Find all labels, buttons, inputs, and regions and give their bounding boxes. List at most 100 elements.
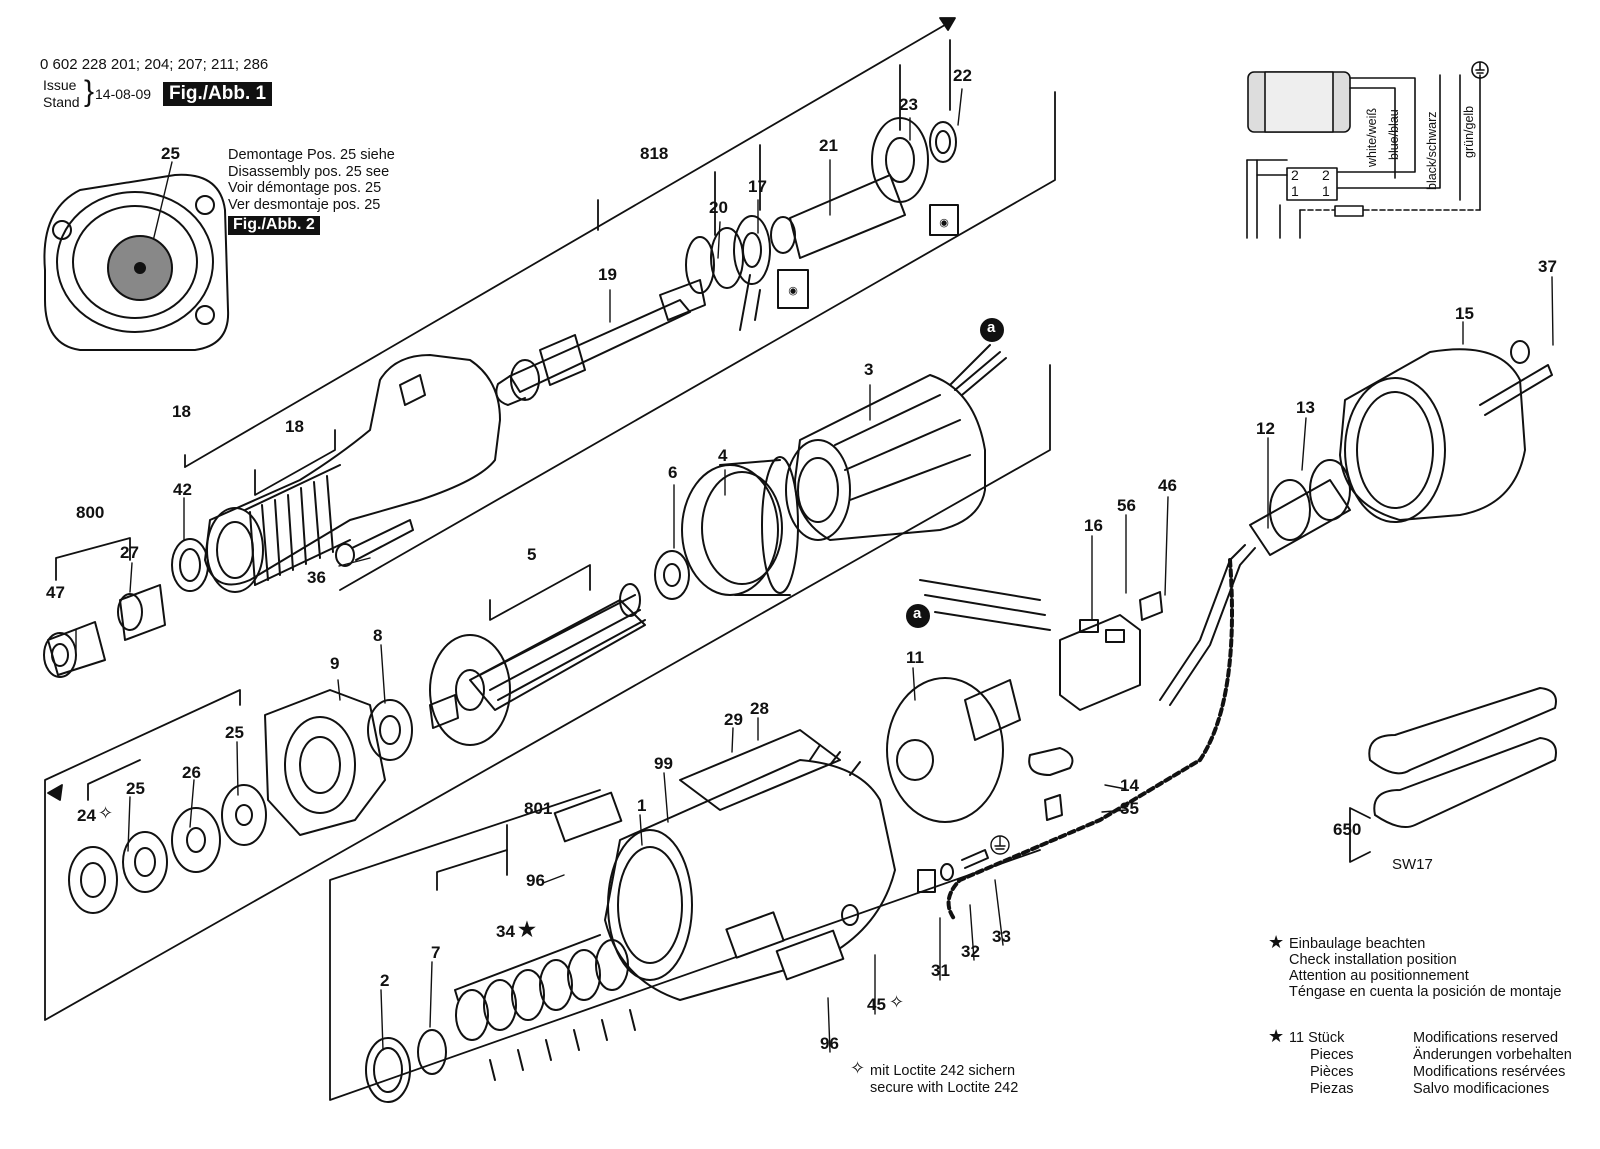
- part-label: 800: [76, 503, 105, 522]
- part-label: 29: [724, 710, 743, 729]
- motor-housing-1: [553, 729, 896, 1001]
- loctite-star: ✧: [98, 803, 114, 823]
- part-label: 34: [496, 922, 515, 941]
- part-label: 37: [1538, 257, 1557, 276]
- terminal-1-left: 1: [1291, 183, 1299, 199]
- parts-24-26: [68, 784, 267, 914]
- part-label: 47: [46, 583, 65, 602]
- issue-date: 14-08-09: [95, 86, 152, 102]
- fig1-badge: Fig./Abb. 1: [163, 82, 273, 106]
- qty-line-2: Pieces: [1310, 1047, 1354, 1063]
- wrench-size-label: SW17: [1392, 856, 1433, 873]
- part-label: 22: [953, 66, 972, 85]
- wrench-650: [1368, 687, 1557, 828]
- wire-white: white/weiß: [1365, 107, 1379, 167]
- install-star: ★: [518, 919, 536, 941]
- mod-line-4: Salvo modificaciones: [1413, 1081, 1550, 1097]
- part-label: 26: [182, 763, 201, 782]
- gear-housing-18: [204, 354, 501, 593]
- issue-label: Issue: [43, 77, 77, 93]
- switch-16: [1059, 591, 1163, 711]
- flange-9: [264, 689, 386, 836]
- bearing-6: [654, 550, 690, 600]
- marker-a-upper: a: [987, 319, 996, 336]
- part-label: 99: [654, 754, 673, 773]
- svg-text:◉: ◉: [788, 285, 798, 297]
- sleeve-4: [681, 456, 799, 596]
- bearing-8: [367, 699, 413, 761]
- part-label: 4: [718, 446, 728, 465]
- part-label: 36: [307, 568, 326, 587]
- part-label: 46: [1158, 476, 1177, 495]
- leader-lines: [75, 88, 1554, 1053]
- part-label: 13: [1296, 398, 1315, 417]
- wiring-inset: [1246, 61, 1489, 239]
- marker-a-lower: a: [913, 605, 922, 622]
- part-label: 8: [373, 626, 383, 645]
- cable-12: [919, 544, 1256, 922]
- part-label: 801: [524, 799, 553, 818]
- part-label: 3: [864, 360, 874, 379]
- mod-line-1: Modifications reserved: [1413, 1030, 1559, 1046]
- brush-plate-11: [886, 677, 1021, 823]
- part-label: 11: [906, 648, 924, 667]
- loctite-star: ✧: [889, 992, 905, 1012]
- terminal-2-right: 2: [1322, 167, 1330, 183]
- svg-text:◉: ◉: [939, 217, 949, 229]
- part-label: 18: [285, 417, 304, 436]
- part-label: 17: [748, 177, 767, 196]
- part-label: 650: [1333, 820, 1362, 839]
- part-numbers: 0 602 228 201; 204; 207; 211; 286: [40, 56, 269, 73]
- part-label: 15: [1455, 304, 1474, 323]
- part-label: 818: [640, 144, 669, 163]
- part-label: 56: [1117, 496, 1136, 515]
- brace: }: [84, 75, 95, 108]
- part-label: 20: [709, 198, 728, 217]
- qty-line-4: Piezas: [1310, 1081, 1354, 1097]
- small-parts: [841, 747, 1074, 926]
- ground-symbol: [990, 835, 1010, 855]
- wire-green-yellow: grün/gelb: [1462, 105, 1476, 158]
- install-line-3: Attention au positionnement: [1289, 968, 1469, 984]
- disassembly-note-line-4: Ver desmontaje pos. 25: [228, 197, 381, 213]
- end-cap-15: [1339, 340, 1553, 523]
- part-label: 31: [931, 961, 950, 980]
- part-label: 24: [77, 806, 96, 825]
- qty-line-1: 11 Stück: [1289, 1030, 1345, 1046]
- loctite-legend-star: ✧: [850, 1058, 866, 1078]
- collet-parts: [43, 538, 209, 678]
- wire-blue: blue/blau: [1387, 109, 1401, 160]
- spindle-19: [495, 279, 706, 406]
- part-label: 42: [173, 480, 192, 499]
- disassembly-note-line-3: Voir démontage pos. 25: [228, 180, 382, 196]
- assembly-frame-lines: [44, 17, 1371, 1101]
- mod-line-2: Änderungen vorbehalten: [1413, 1047, 1572, 1063]
- part-label: 9: [330, 654, 340, 673]
- part-label: 12: [1256, 419, 1275, 438]
- terminal-2-left: 2: [1291, 167, 1299, 183]
- part-label: 14: [1120, 776, 1139, 795]
- loctite-line-1: mit Loctite 242 sichern: [870, 1063, 1016, 1079]
- install-line-2: Check installation position: [1289, 952, 1457, 968]
- part-label: 27: [120, 543, 139, 562]
- part-label: 25: [161, 144, 180, 163]
- upper-bearings: ◉ ◉: [685, 117, 959, 331]
- field-3: [785, 344, 1007, 541]
- part-label: 16: [1084, 516, 1103, 535]
- part-label: 7: [431, 943, 441, 962]
- part-label: 25: [126, 779, 145, 798]
- stand-label: Stand: [43, 94, 80, 110]
- part-label: 96: [526, 871, 545, 890]
- disassembly-note-line-1: Demontage Pos. 25 siehe: [228, 147, 395, 163]
- part-label: 45: [867, 995, 886, 1014]
- part-label: 21: [819, 136, 838, 155]
- part-label: 5: [527, 545, 537, 564]
- part-label: 33: [992, 927, 1011, 946]
- loctite-line-2: secure with Loctite 242: [870, 1080, 1019, 1096]
- part-label: 6: [668, 463, 678, 482]
- disassembly-note-line-2: Disassembly pos. 25 see: [228, 164, 390, 180]
- qty-legend-star: ★: [1268, 1026, 1285, 1046]
- strain-relief-13: [1249, 459, 1351, 556]
